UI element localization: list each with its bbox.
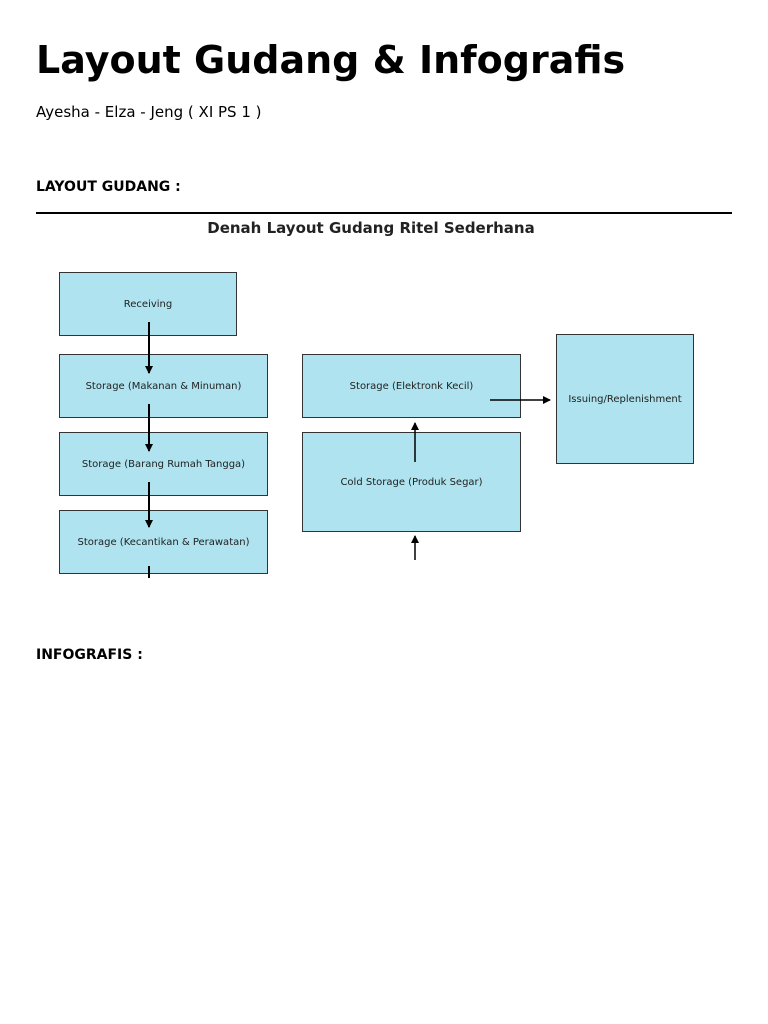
box-storage-barang-rumah-tangga: Storage (Barang Rumah Tangga): [59, 432, 268, 496]
page-title: Layout Gudang & Infografis: [36, 38, 626, 82]
warehouse-layout-diagram: Denah Layout Gudang Ritel Sederhana Rece…: [36, 214, 732, 594]
author-line: Ayesha - Elza - Jeng ( XI PS 1 ): [36, 103, 262, 121]
box-storage-kecantikan-perawatan: Storage (Kecantikan & Perawatan): [59, 510, 268, 574]
diagram-title: Denah Layout Gudang Ritel Sederhana: [207, 219, 535, 237]
box-storage-makanan-minuman: Storage (Makanan & Minuman): [59, 354, 268, 418]
box-storage-elektronik-kecil: Storage (Elektronk Kecil): [302, 354, 521, 418]
box-cold-storage: Cold Storage (Produk Segar): [302, 432, 521, 532]
section-heading-layout-gudang: LAYOUT GUDANG :: [36, 179, 181, 195]
flow-arrows: [145, 322, 551, 578]
horizontal-divider: [36, 212, 732, 214]
box-issuing-replenishment: Issuing/Replenishment: [556, 334, 694, 464]
section-heading-infografis: INFOGRAFIS :: [36, 647, 143, 663]
